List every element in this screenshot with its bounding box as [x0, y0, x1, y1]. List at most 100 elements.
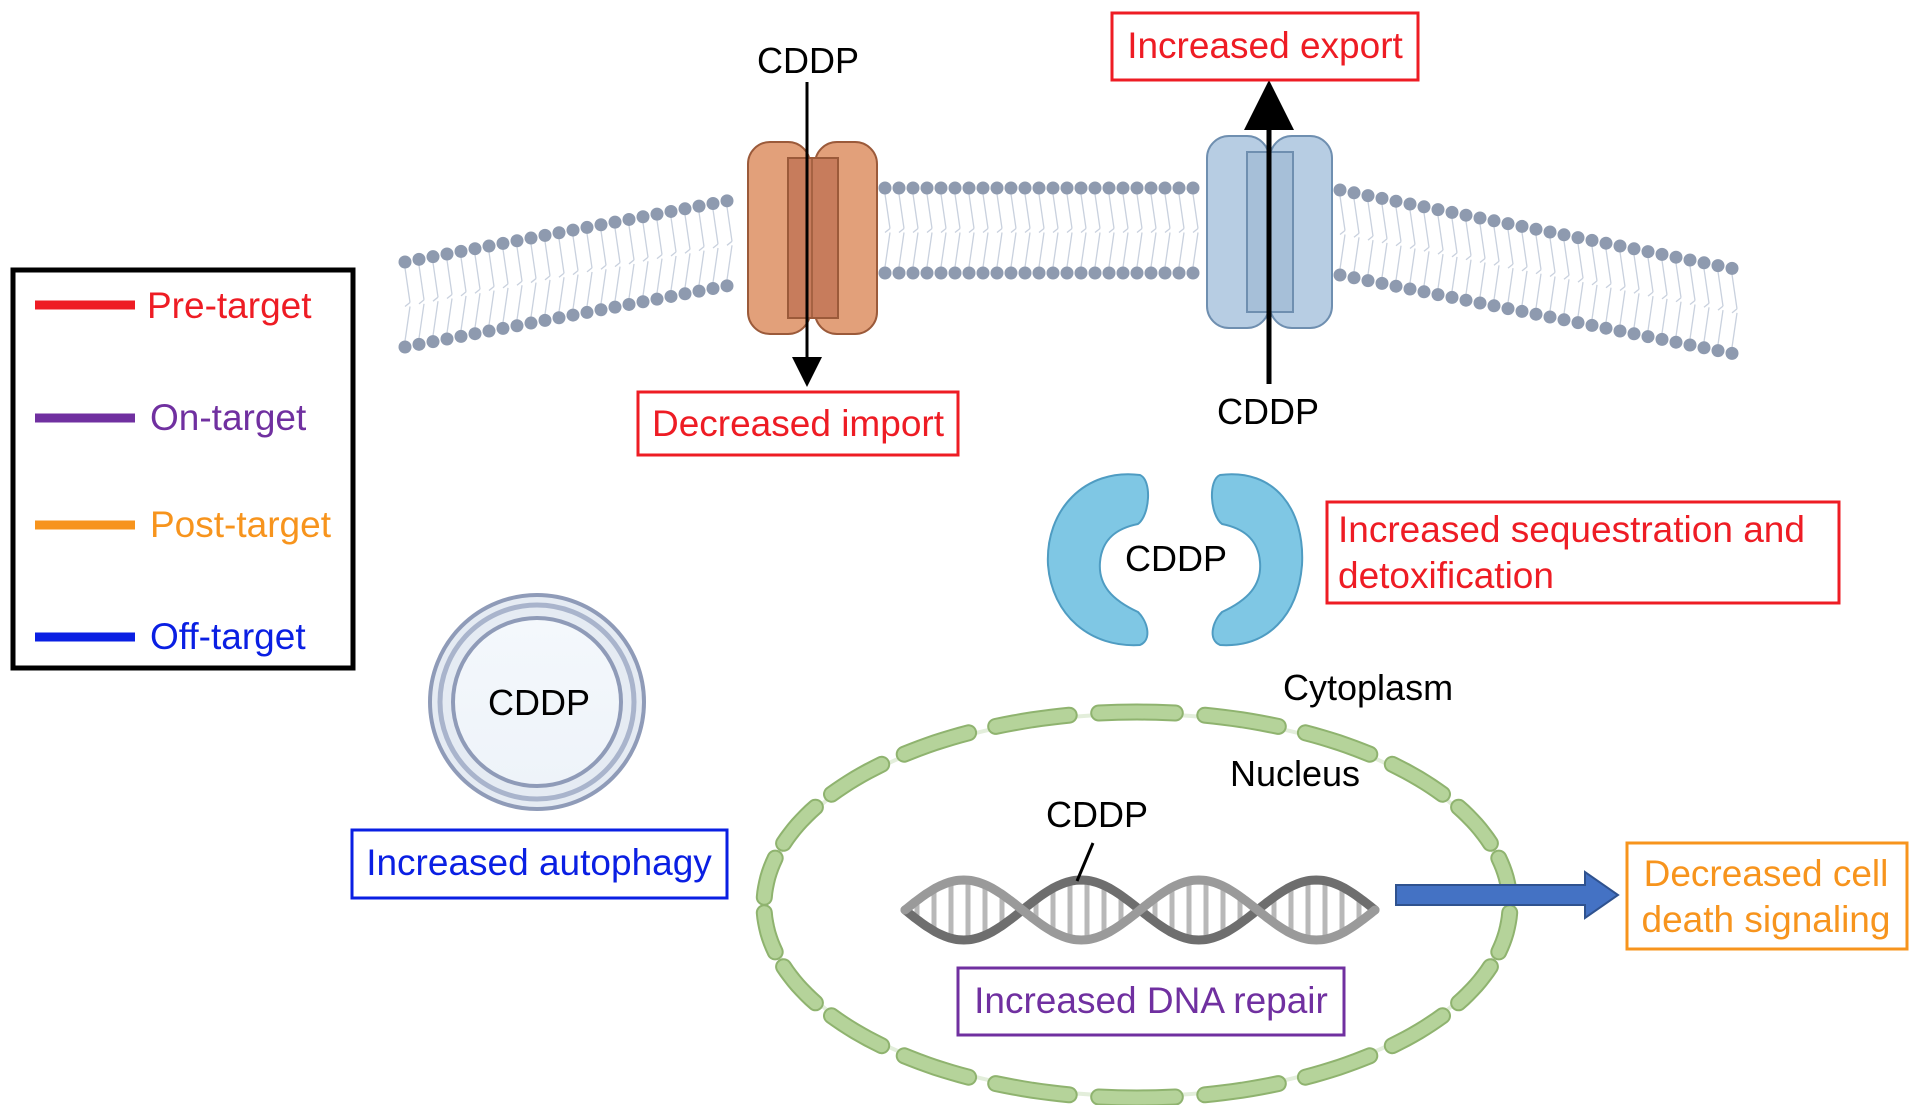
lipid-head [976, 266, 990, 280]
autophagy-box [350, 828, 729, 900]
lipid-head [1515, 304, 1529, 318]
lipid-head [552, 311, 566, 325]
increased-export-box [1110, 11, 1420, 82]
lipid-head [906, 181, 920, 195]
lipid-head [566, 308, 580, 322]
death-signaling-box [1625, 841, 1909, 951]
lipid-head [1046, 266, 1060, 280]
lipid-head [538, 228, 552, 242]
lipid-head [1375, 276, 1389, 290]
lipid-head [1431, 288, 1445, 302]
lipid-head [1473, 296, 1487, 310]
lipid-head [482, 324, 496, 338]
dna-helix [900, 875, 1380, 945]
lipid-head [692, 284, 706, 298]
lipid-head [878, 181, 892, 195]
lipid-head [892, 266, 906, 280]
lipid-head [1060, 266, 1074, 280]
lipid-head [1599, 321, 1613, 335]
lipid-head [1585, 318, 1599, 332]
lipid-head [1158, 266, 1172, 280]
lipid-head [650, 207, 664, 221]
lipid-head [934, 266, 948, 280]
lipid-head [976, 181, 990, 195]
lipid-head [1333, 183, 1347, 197]
cddp-import-label: CDDP [757, 40, 859, 81]
lipid-head [1172, 266, 1186, 280]
lipid-head [1431, 203, 1445, 217]
lipid-head [720, 279, 734, 293]
lipid-head [948, 181, 962, 195]
lipid-head [440, 332, 454, 346]
lipid-head [594, 303, 608, 317]
lipid-head [1529, 222, 1543, 236]
lipid-head [878, 266, 892, 280]
lipid-head [1060, 181, 1074, 195]
lipid-head [454, 329, 468, 343]
lipid-head [1004, 266, 1018, 280]
lipid-head [1669, 335, 1683, 349]
lipid-head [510, 234, 524, 248]
lipid-head [1361, 189, 1375, 203]
lipid-head [1347, 271, 1361, 285]
legend-item-post-target: Post-target [35, 504, 332, 545]
lipid-head [496, 236, 510, 250]
lipid-head [1116, 181, 1130, 195]
lipid-head [1459, 293, 1473, 307]
lipid-head [1543, 225, 1557, 239]
lipid-head [1046, 181, 1060, 195]
lipid-head [1445, 205, 1459, 219]
lipid-head [412, 252, 426, 266]
lipid-head [1697, 256, 1711, 270]
lipid-head [706, 196, 720, 210]
lipid-head [1018, 181, 1032, 195]
lipid-head [398, 255, 412, 269]
lipid-head [594, 218, 608, 232]
lipid-head [1004, 181, 1018, 195]
lipid-head [1088, 181, 1102, 195]
lipid-head [1347, 186, 1361, 200]
lipid-head [622, 212, 636, 226]
lipid-head [678, 202, 692, 216]
lipid-head [706, 281, 720, 295]
lipid-head [1613, 239, 1627, 253]
lipid-head [1074, 181, 1088, 195]
cytoplasm-label: Cytoplasm [1283, 667, 1453, 708]
lipid-head [1144, 266, 1158, 280]
legend-label-off-target: Off-target [150, 616, 306, 657]
cddp-autophagy-label: CDDP [488, 682, 590, 723]
lipid-head [1599, 236, 1613, 250]
cell-membrane [398, 181, 1739, 360]
lipid-head [1403, 197, 1417, 211]
lipid-head [1627, 327, 1641, 341]
lipid-head [608, 215, 622, 229]
lipid-head [1725, 261, 1739, 275]
membrane-segment [1333, 183, 1739, 360]
lipid-head [1172, 181, 1186, 195]
sequestration-box [1325, 500, 1841, 605]
legend-item-off-target: Off-target [35, 616, 306, 657]
dna-repair-label: Increased DNA repair [974, 980, 1328, 1021]
lipid-head [1473, 211, 1487, 225]
lipid-head [398, 340, 412, 354]
lipid-head [412, 337, 426, 351]
lipid-head [934, 181, 948, 195]
lipid-head [440, 247, 454, 261]
decreased-import-label: Decreased import [652, 403, 945, 444]
legend-label-on-target: On-target [150, 397, 307, 438]
increased-export-label: Increased export [1127, 25, 1403, 66]
lipid-head [920, 266, 934, 280]
sequestration-label-line1: Increased sequestration and [1338, 509, 1805, 550]
lipid-head [1641, 245, 1655, 259]
lipid-head [1186, 181, 1200, 195]
lipid-head [608, 300, 622, 314]
lipid-head [1711, 259, 1725, 273]
lipid-head [1627, 242, 1641, 256]
lipid-head [1074, 266, 1088, 280]
lipid-head [496, 321, 510, 335]
lipid-head [920, 181, 934, 195]
lipid-head [1102, 266, 1116, 280]
membrane-segment [398, 194, 734, 354]
lipid-head [1088, 266, 1102, 280]
lipid-head [1585, 233, 1599, 247]
